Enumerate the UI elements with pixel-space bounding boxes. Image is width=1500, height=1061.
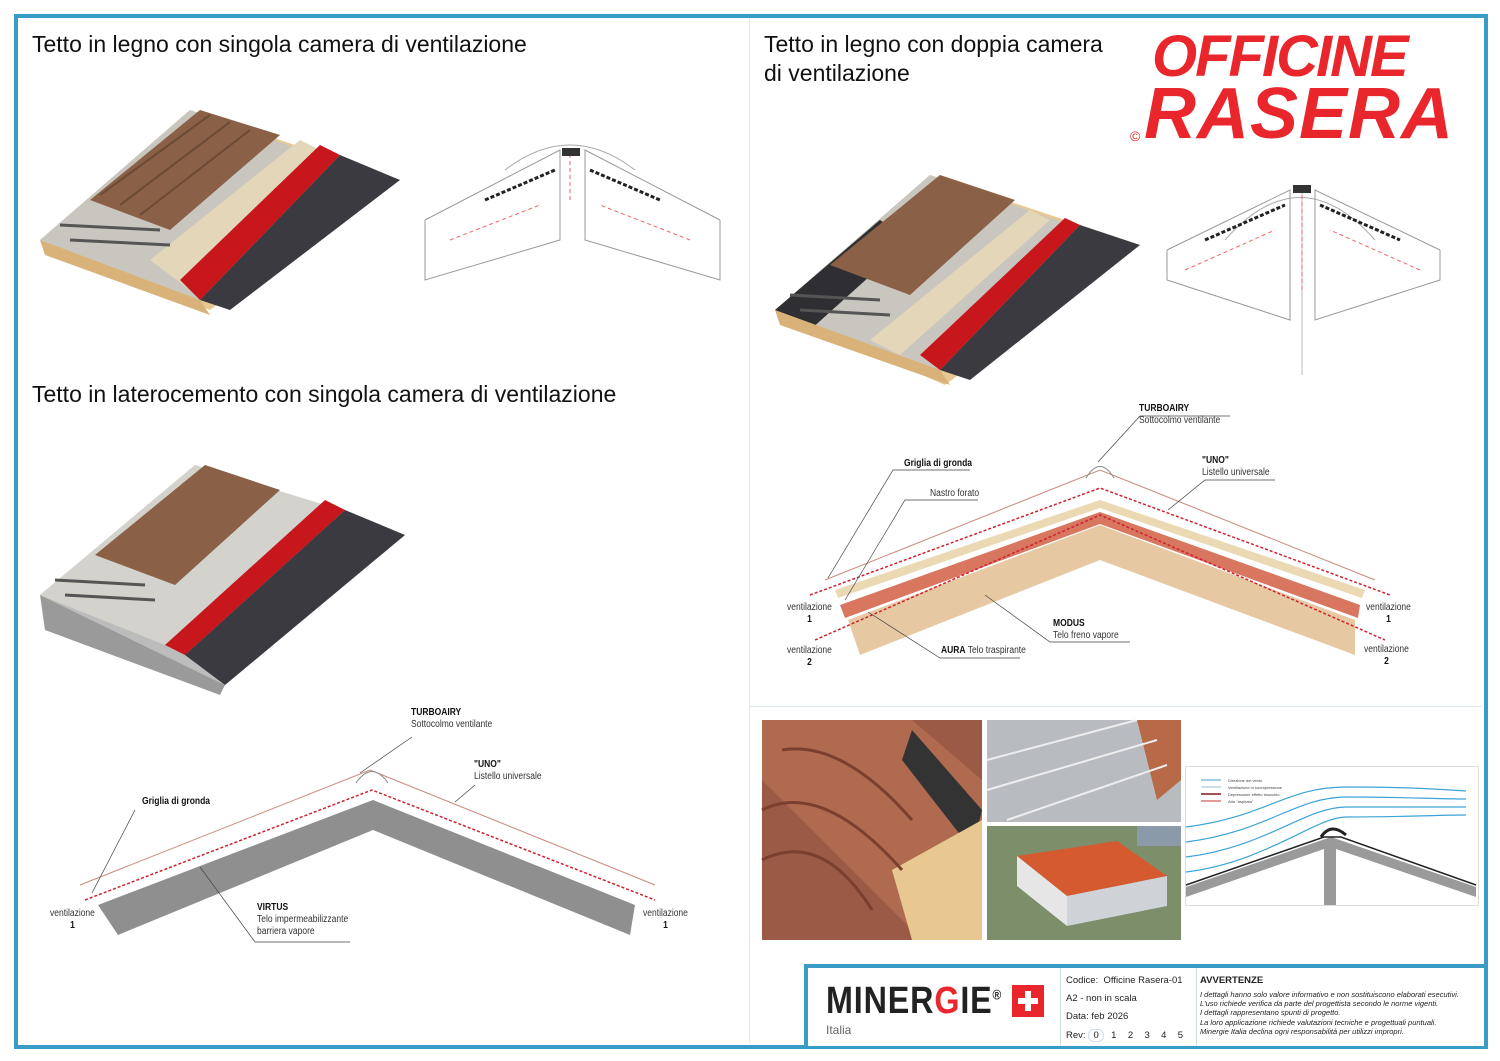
rev-5: 5 <box>1177 1030 1184 1041</box>
revisions: Rev: 0 1 2 3 4 5 <box>1066 1029 1187 1042</box>
horizontal-divider <box>750 706 1482 707</box>
legend-overpressure: Ventilazione in sovrapressione <box>1228 785 1283 790</box>
render-brick-roof-single <box>40 465 405 695</box>
title-line-1: Tetto in legno con doppia camera <box>764 31 1103 57</box>
label-uno-right: "UNO"Listello universale <box>1202 455 1270 478</box>
legend-depression: Depressione effetto risucchio <box>1228 792 1280 797</box>
photo-ridge-closeup <box>761 720 982 940</box>
label-windward-slope: FALDA SOPRAVENTO <box>1234 895 1287 901</box>
title-wood-single: Tetto in legno con singola camera di ven… <box>32 31 527 57</box>
legend-sucked-air: Aria "aspirata" <box>1228 799 1254 804</box>
logo-line-1: OFFICINE <box>1152 24 1409 89</box>
swiss-cross-icon <box>1012 985 1044 1017</box>
warnings-list: I dettagli hanno solo valore informativo… <box>1200 990 1459 1036</box>
render-wood-roof-double <box>775 175 1140 385</box>
title-block: MINERGIE® Italia Codice: Officine Rasera… <box>804 964 1488 1046</box>
warning: La loro applicazione richiede valutazion… <box>1200 1017 1437 1027</box>
label-aura: AURA Telo traspirante <box>941 645 1026 656</box>
ridge-detail-single <box>424 144 721 281</box>
label-nastro: Nastro forato <box>930 488 980 499</box>
rev-2: 2 <box>1127 1030 1134 1041</box>
logo-line-2: RASERA <box>1144 74 1455 154</box>
minergie-logo: MINERGIE® <box>826 980 1003 1022</box>
photo-metal-roof <box>986 719 1181 822</box>
label-griglia: Griglia di gronda <box>142 796 211 807</box>
warning: Minergie Italia declina ogni responsabil… <box>1200 1026 1404 1036</box>
minergie-sub: Italia <box>826 1023 852 1037</box>
rev-4: 4 <box>1161 1030 1167 1041</box>
officine-rasera-logo: OFFICINE RASERA © <box>1130 24 1475 154</box>
wind-diagram: Direzione del vento Ventilazione in sovr… <box>1185 766 1479 906</box>
warnings-title: AVVERTENZE <box>1200 975 1264 986</box>
rev-3: 3 <box>1144 1030 1150 1041</box>
copyright-mark: © <box>1130 128 1141 144</box>
wind-diagram-drawing <box>1185 779 1477 905</box>
warning: I dettagli rappresentano spunti di proge… <box>1200 1008 1341 1018</box>
legend-wind: Direzione del vento <box>1228 778 1263 783</box>
title-wood-double: Tetto in legno con doppia camera di vent… <box>764 30 1103 88</box>
scale: A2 - non in scala <box>1066 993 1137 1004</box>
vertical-divider <box>749 18 750 1043</box>
label-uno: "UNO"Listello universale <box>474 759 542 782</box>
render-wood-roof-single <box>40 110 400 315</box>
photo-building-aerial <box>987 826 1181 940</box>
rev-1: 1 <box>1111 1030 1117 1041</box>
date: Data: feb 2026 <box>1066 1011 1129 1022</box>
ridge-detail-double <box>1166 185 1441 375</box>
label-griglia-right: Griglia di gronda <box>904 458 973 469</box>
info-column: Codice: Officine Rasera-01 A2 - non in s… <box>1060 968 1197 1046</box>
warning: I dettagli hanno solo valore informativo… <box>1200 990 1459 999</box>
title-line-2: di ventilazione <box>764 60 910 86</box>
codice: Codice: Officine Rasera-01 <box>1066 975 1183 986</box>
title-brick-single: Tetto in laterocemento con singola camer… <box>32 381 617 407</box>
rev-0: 0 <box>1088 1029 1105 1042</box>
label-leeward-slope: FALDA SOTTOVENTO <box>1382 895 1435 901</box>
warning: L'uso richiede verifica da parte del pro… <box>1200 999 1439 1009</box>
